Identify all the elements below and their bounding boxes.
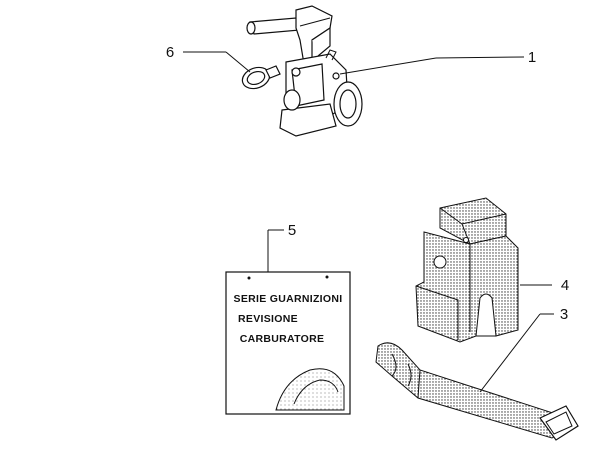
callout-1: 1 (528, 49, 536, 66)
callout-5: 5 (288, 222, 296, 239)
clamp-ring-part (241, 65, 281, 90)
kit-label-line3: CARBURATORE (240, 333, 325, 345)
kit-label-line2: REVISIONE (238, 313, 298, 325)
callout-3: 3 (560, 306, 568, 323)
carburetor-part (246, 5, 363, 137)
gasket-kit-card: SERIE GUARNIZIONI REVISIONE CARBURATORE (225, 271, 351, 415)
support-block-part (415, 197, 519, 343)
callout-4: 4 (561, 277, 569, 294)
intake-pipe-part (375, 342, 579, 441)
leader-lines (183, 51, 554, 393)
kit-label-line1: SERIE GUARNIZIONI (234, 293, 343, 305)
callout-6: 6 (166, 44, 174, 61)
